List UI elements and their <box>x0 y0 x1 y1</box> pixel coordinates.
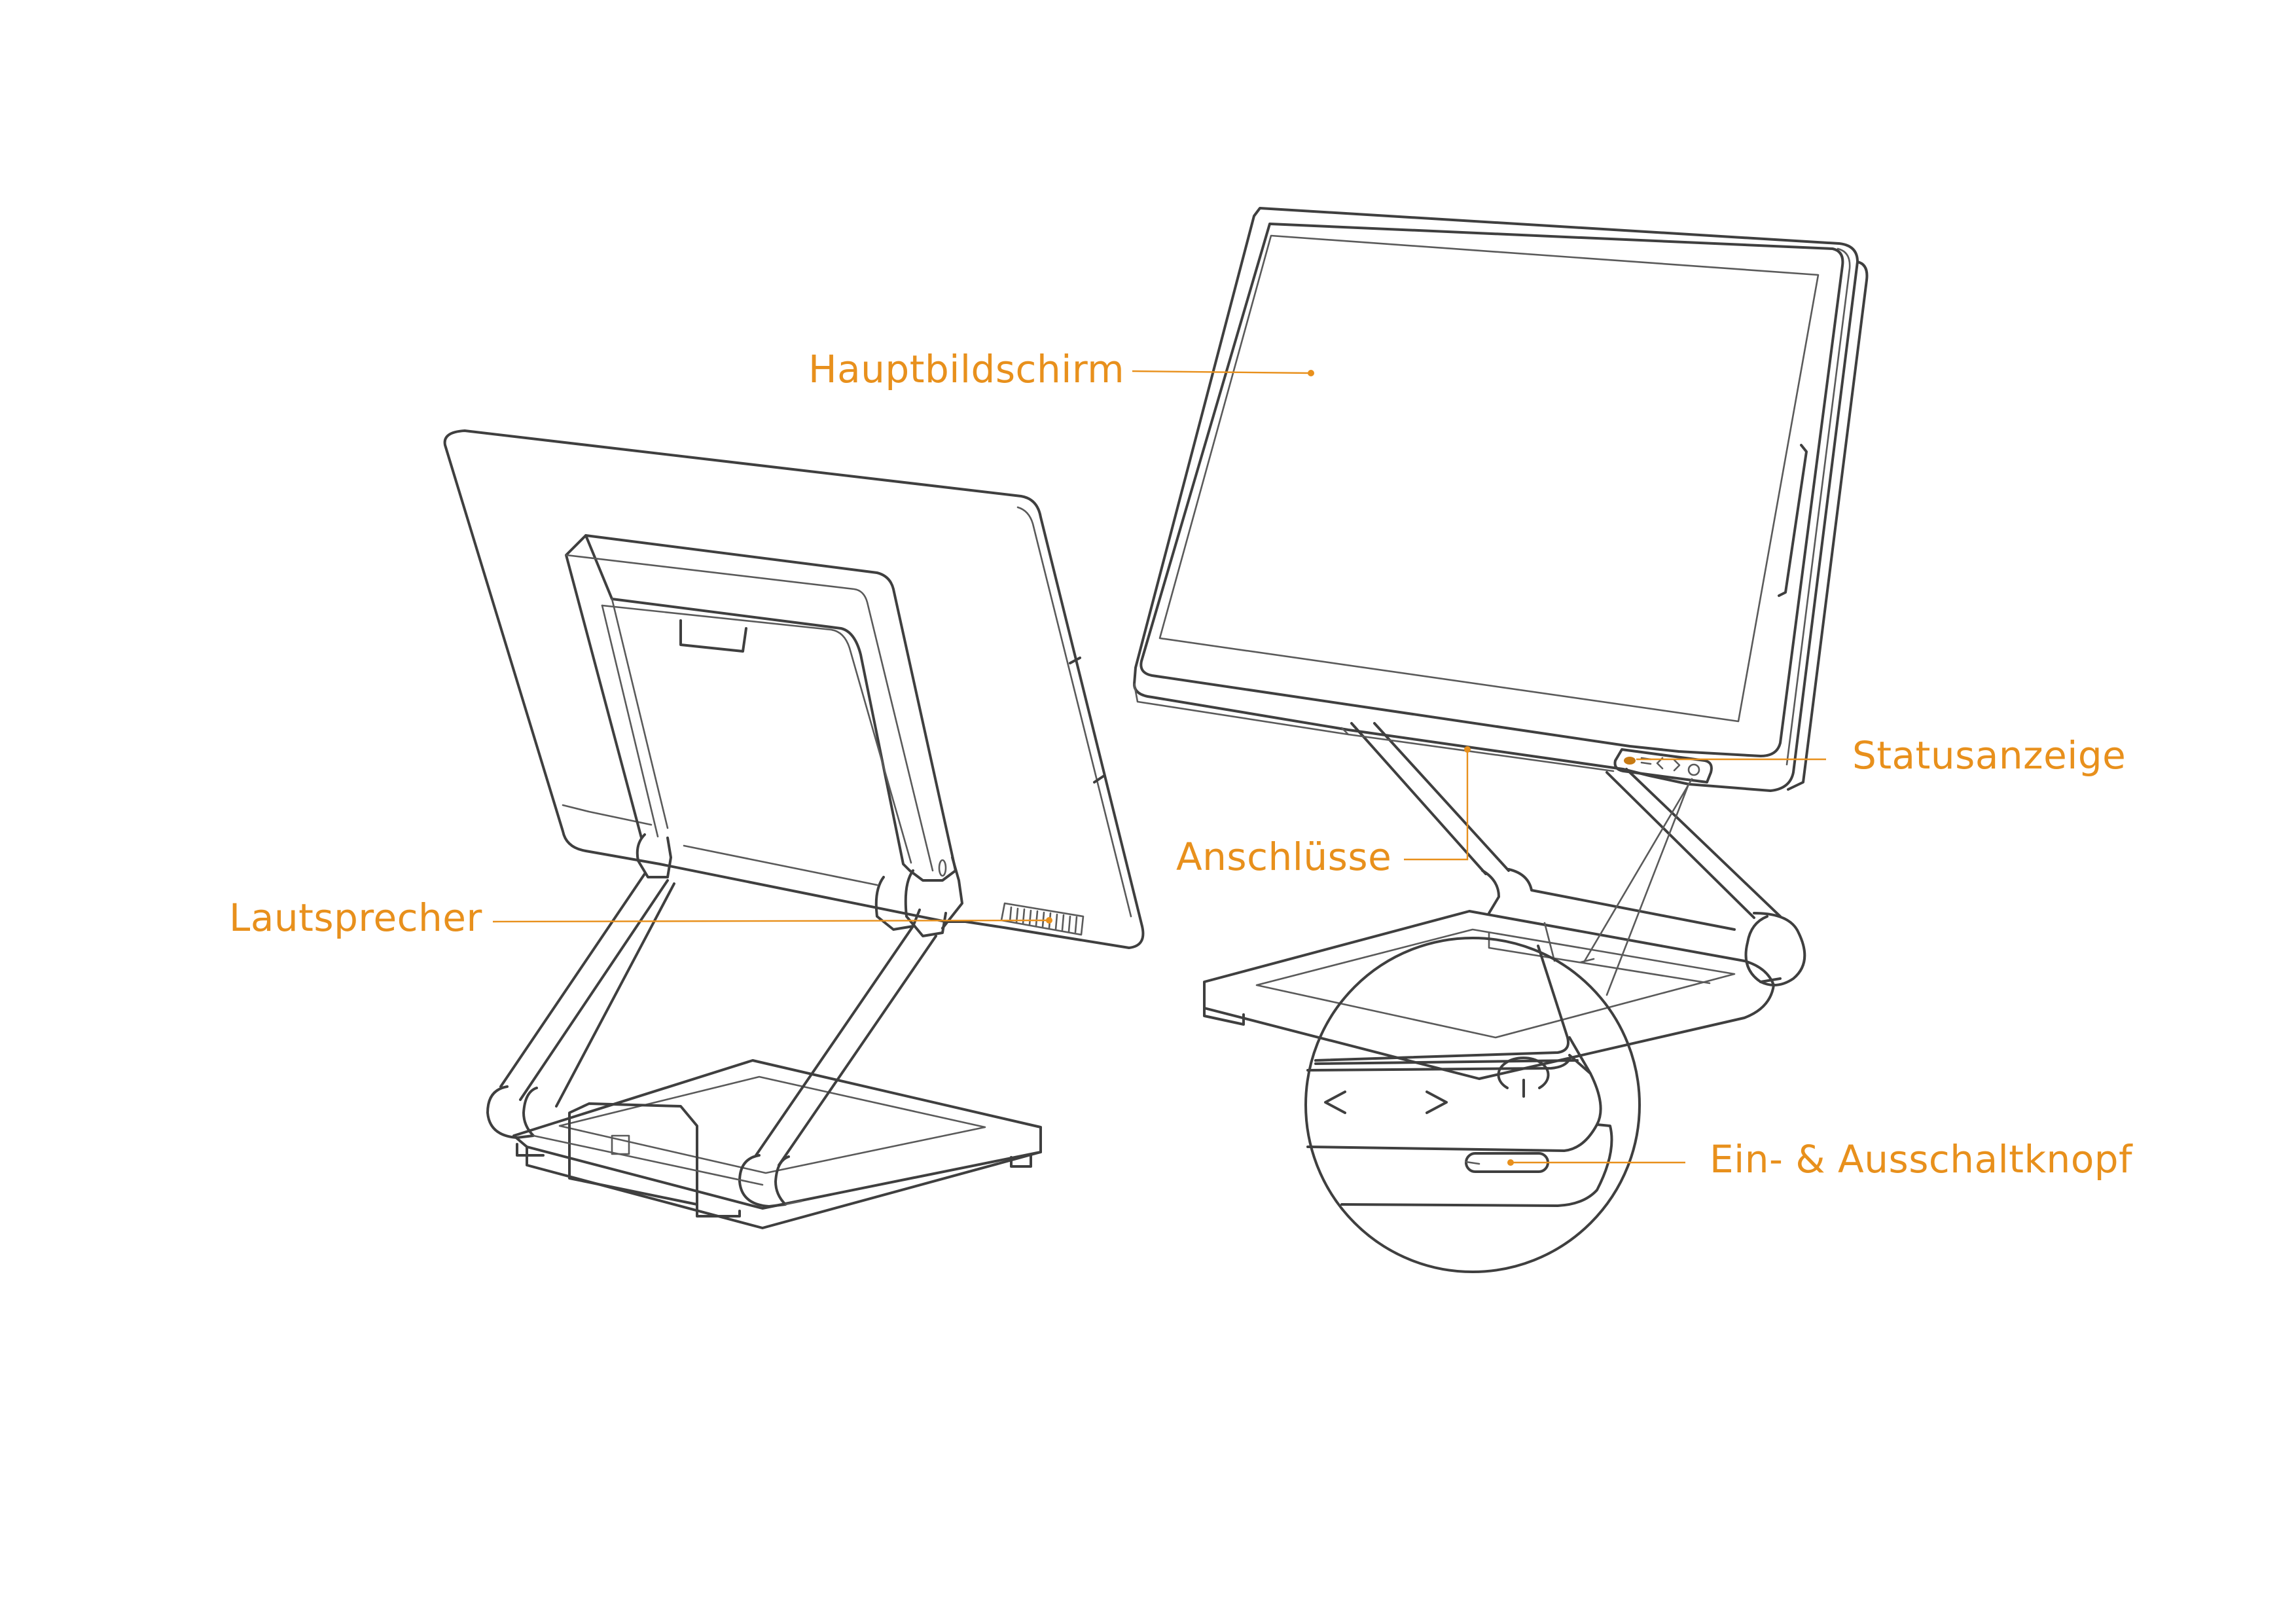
chevron-right-icon <box>1426 1091 1448 1114</box>
dot-speaker <box>1046 917 1052 924</box>
rear-view-device <box>443 429 1145 1229</box>
leader-main-screen <box>1132 370 1312 374</box>
label-status-indicator: Statusanzeige <box>1852 733 2126 778</box>
dot-power <box>1507 1159 1514 1166</box>
status-strip <box>1613 748 1713 784</box>
dot-ports <box>1464 746 1471 753</box>
label-speaker: Lautsprecher <box>229 895 482 940</box>
dot-main-screen <box>1308 370 1314 376</box>
front-view-device <box>1133 207 1869 1273</box>
label-power-button: Ein- & Ausschaltknopf <box>1710 1137 2133 1182</box>
power-button-detail <box>1304 937 1641 1273</box>
leader-ports <box>1404 749 1469 861</box>
chevron-left-icon <box>1324 1091 1346 1114</box>
leaders <box>492 370 1826 1166</box>
power-icon <box>1497 1056 1550 1098</box>
leader-speaker <box>492 919 1050 923</box>
label-ports: Anschlüsse <box>1176 835 1392 879</box>
label-main-screen: Hauptbildschirm <box>808 347 1125 391</box>
